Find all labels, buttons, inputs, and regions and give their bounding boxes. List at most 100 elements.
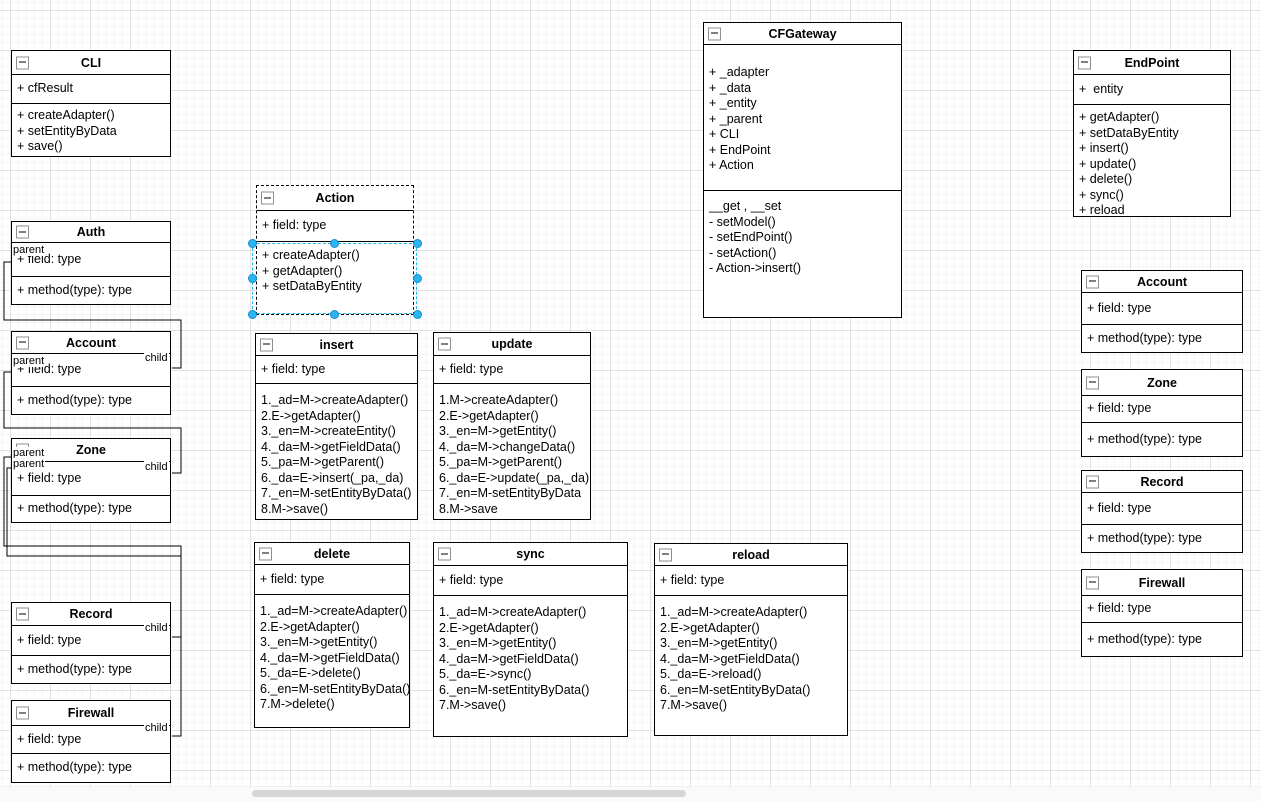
edge-label-child[interactable]: child — [144, 461, 169, 473]
fields-section-cli[interactable]: + cfResult — [12, 75, 170, 104]
class-zone-right[interactable]: Zone+ field: type+ method(type): type — [1081, 369, 1243, 457]
class-header-record-right[interactable]: Record — [1082, 471, 1242, 493]
edge-account-child-to-auth-parent[interactable] — [3, 261, 182, 369]
horizontal-scrollbar-thumb[interactable] — [252, 790, 686, 797]
class-header-firewall-left[interactable]: Firewall — [12, 701, 170, 726]
class-header-update[interactable]: update — [434, 333, 590, 356]
class-record-left[interactable]: Record+ field: type+ method(type): type — [11, 602, 171, 684]
minus-square-icon[interactable] — [1086, 275, 1099, 288]
fields-section-firewall-left[interactable]: + field: type — [12, 726, 170, 754]
selection-handle-e[interactable] — [412, 274, 422, 283]
methods-section-sync[interactable]: 1._ad=M->createAdapter()2.E->getAdapter(… — [434, 596, 627, 736]
class-firewall-right[interactable]: Firewall+ field: type+ method(type): typ… — [1081, 569, 1243, 657]
edge-zone-child-to-account-parent[interactable] — [3, 371, 182, 474]
methods-section-zone-left[interactable]: + method(type): type — [12, 496, 170, 522]
class-header-action[interactable]: Action — [257, 186, 413, 211]
methods-section-record-left[interactable]: + method(type): type — [12, 656, 170, 683]
minus-square-icon[interactable] — [261, 191, 274, 205]
minus-square-icon[interactable] — [16, 706, 29, 720]
fields-section-record-right[interactable]: + field: type — [1082, 493, 1242, 525]
methods-section-cli[interactable]: + createAdapter()+ setEntityByData+ save… — [12, 104, 170, 156]
class-record-right[interactable]: Record+ field: type+ method(type): type — [1081, 470, 1243, 553]
methods-section-auth[interactable]: + method(type): type — [12, 277, 170, 304]
methods-section-delete[interactable]: 1._ad=M->createAdapter()2.E->getAdapter(… — [255, 595, 409, 727]
class-header-auth[interactable]: Auth — [12, 222, 170, 243]
fields-section-sync[interactable]: + field: type — [434, 566, 627, 596]
selection-handle-sw[interactable] — [247, 309, 257, 319]
minus-square-icon[interactable] — [16, 336, 29, 349]
minus-square-icon[interactable] — [16, 225, 29, 239]
methods-section-update[interactable]: 1.M->createAdapter()2.E->getAdapter()3._… — [434, 384, 590, 519]
methods-section-insert[interactable]: 1._ad=M->createAdapter()2.E->getAdapter(… — [256, 384, 417, 519]
selection-handle-nw[interactable] — [247, 238, 257, 248]
fields-section-zone-left[interactable]: + field: type — [12, 462, 170, 496]
class-header-account-right[interactable]: Account — [1082, 271, 1242, 293]
class-header-reload[interactable]: reload — [655, 544, 847, 566]
methods-section-firewall-right[interactable]: + method(type): type — [1082, 623, 1242, 656]
horizontal-scrollbar-track[interactable] — [0, 786, 1261, 801]
fields-section-update[interactable]: + field: type — [434, 356, 590, 384]
class-header-zone-right[interactable]: Zone — [1082, 370, 1242, 396]
fields-section-action[interactable]: + field: type — [257, 211, 413, 242]
selection-handle-s[interactable] — [330, 309, 339, 319]
class-header-insert[interactable]: insert — [256, 334, 417, 356]
fields-section-insert[interactable]: + field: type — [256, 356, 417, 384]
minus-square-icon[interactable] — [259, 547, 272, 560]
fields-section-reload[interactable]: + field: type — [655, 566, 847, 596]
minus-square-icon[interactable] — [1086, 376, 1099, 389]
methods-section-account-left[interactable]: + method(type): type — [12, 387, 170, 414]
minus-square-icon[interactable] — [438, 547, 451, 561]
class-endpoint[interactable]: EndPoint+ entity+ getAdapter()+ setDataB… — [1073, 50, 1231, 217]
methods-section-firewall-left[interactable]: + method(type): type — [12, 754, 170, 782]
methods-section-action[interactable]: + createAdapter()+ getAdapter()+ setData… — [257, 242, 413, 314]
edge-label-child[interactable]: child — [144, 722, 169, 734]
fields-section-cfgateway[interactable]: + _adapter+ _data+ _entity+ _parent+ CLI… — [704, 45, 901, 191]
class-cli[interactable]: CLI+ cfResult+ createAdapter()+ setEntit… — [11, 50, 171, 157]
methods-section-endpoint[interactable]: + getAdapter()+ setDataByEntity+ insert(… — [1074, 105, 1230, 216]
minus-square-icon[interactable] — [16, 607, 29, 621]
edge-label-parent[interactable]: parent — [12, 244, 46, 256]
minus-square-icon[interactable] — [16, 56, 29, 69]
class-header-endpoint[interactable]: EndPoint — [1074, 51, 1230, 75]
minus-square-icon[interactable] — [1078, 56, 1091, 69]
class-account-right[interactable]: Account+ field: type+ method(type): type — [1081, 270, 1243, 353]
edge-record-child-to-zone-parent[interactable] — [3, 456, 182, 638]
class-action[interactable]: Action+ field: type+ createAdapter()+ ge… — [256, 185, 414, 315]
edge-firewall-child-to-zone-parent[interactable] — [6, 467, 182, 737]
selection-handle-w[interactable] — [247, 274, 257, 283]
class-firewall-left[interactable]: Firewall+ field: type+ method(type): typ… — [11, 700, 171, 783]
minus-square-icon[interactable] — [1086, 475, 1099, 488]
minus-square-icon[interactable] — [708, 27, 721, 40]
class-header-account-left[interactable]: Account — [12, 332, 170, 354]
fields-section-zone-right[interactable]: + field: type — [1082, 396, 1242, 423]
fields-section-record-left[interactable]: + field: type — [12, 626, 170, 656]
minus-square-icon[interactable] — [438, 337, 451, 351]
minus-square-icon[interactable] — [659, 548, 672, 561]
class-header-record-left[interactable]: Record — [12, 603, 170, 626]
class-account-left[interactable]: Account+ field: type+ method(type): type — [11, 331, 171, 415]
methods-section-account-right[interactable]: + method(type): type — [1082, 325, 1242, 352]
class-header-cfgateway[interactable]: CFGateway — [704, 23, 901, 45]
class-header-firewall-right[interactable]: Firewall — [1082, 570, 1242, 596]
methods-section-reload[interactable]: 1._ad=M->createAdapter()2.E->getAdapter(… — [655, 596, 847, 735]
class-header-delete[interactable]: delete — [255, 543, 409, 565]
selection-handle-se[interactable] — [412, 309, 422, 319]
edge-label-parent[interactable]: parent — [12, 458, 46, 470]
selection-handle-ne[interactable] — [412, 238, 422, 248]
fields-section-account-left[interactable]: + field: type — [12, 354, 170, 387]
class-auth[interactable]: Auth+ field: type+ method(type): type — [11, 221, 171, 305]
minus-square-icon[interactable] — [1086, 576, 1099, 589]
fields-section-account-right[interactable]: + field: type — [1082, 293, 1242, 325]
methods-section-cfgateway[interactable]: __get , __set- setModel()- setEndPoint()… — [704, 191, 901, 317]
edge-label-child[interactable]: child — [144, 622, 169, 634]
minus-square-icon[interactable] — [260, 338, 273, 351]
edge-label-child[interactable]: child — [144, 352, 169, 364]
edge-label-parent[interactable]: parent — [12, 447, 46, 459]
methods-section-record-right[interactable]: + method(type): type — [1082, 525, 1242, 552]
class-cfgateway[interactable]: CFGateway+ _adapter+ _data+ _entity+ _pa… — [703, 22, 902, 318]
